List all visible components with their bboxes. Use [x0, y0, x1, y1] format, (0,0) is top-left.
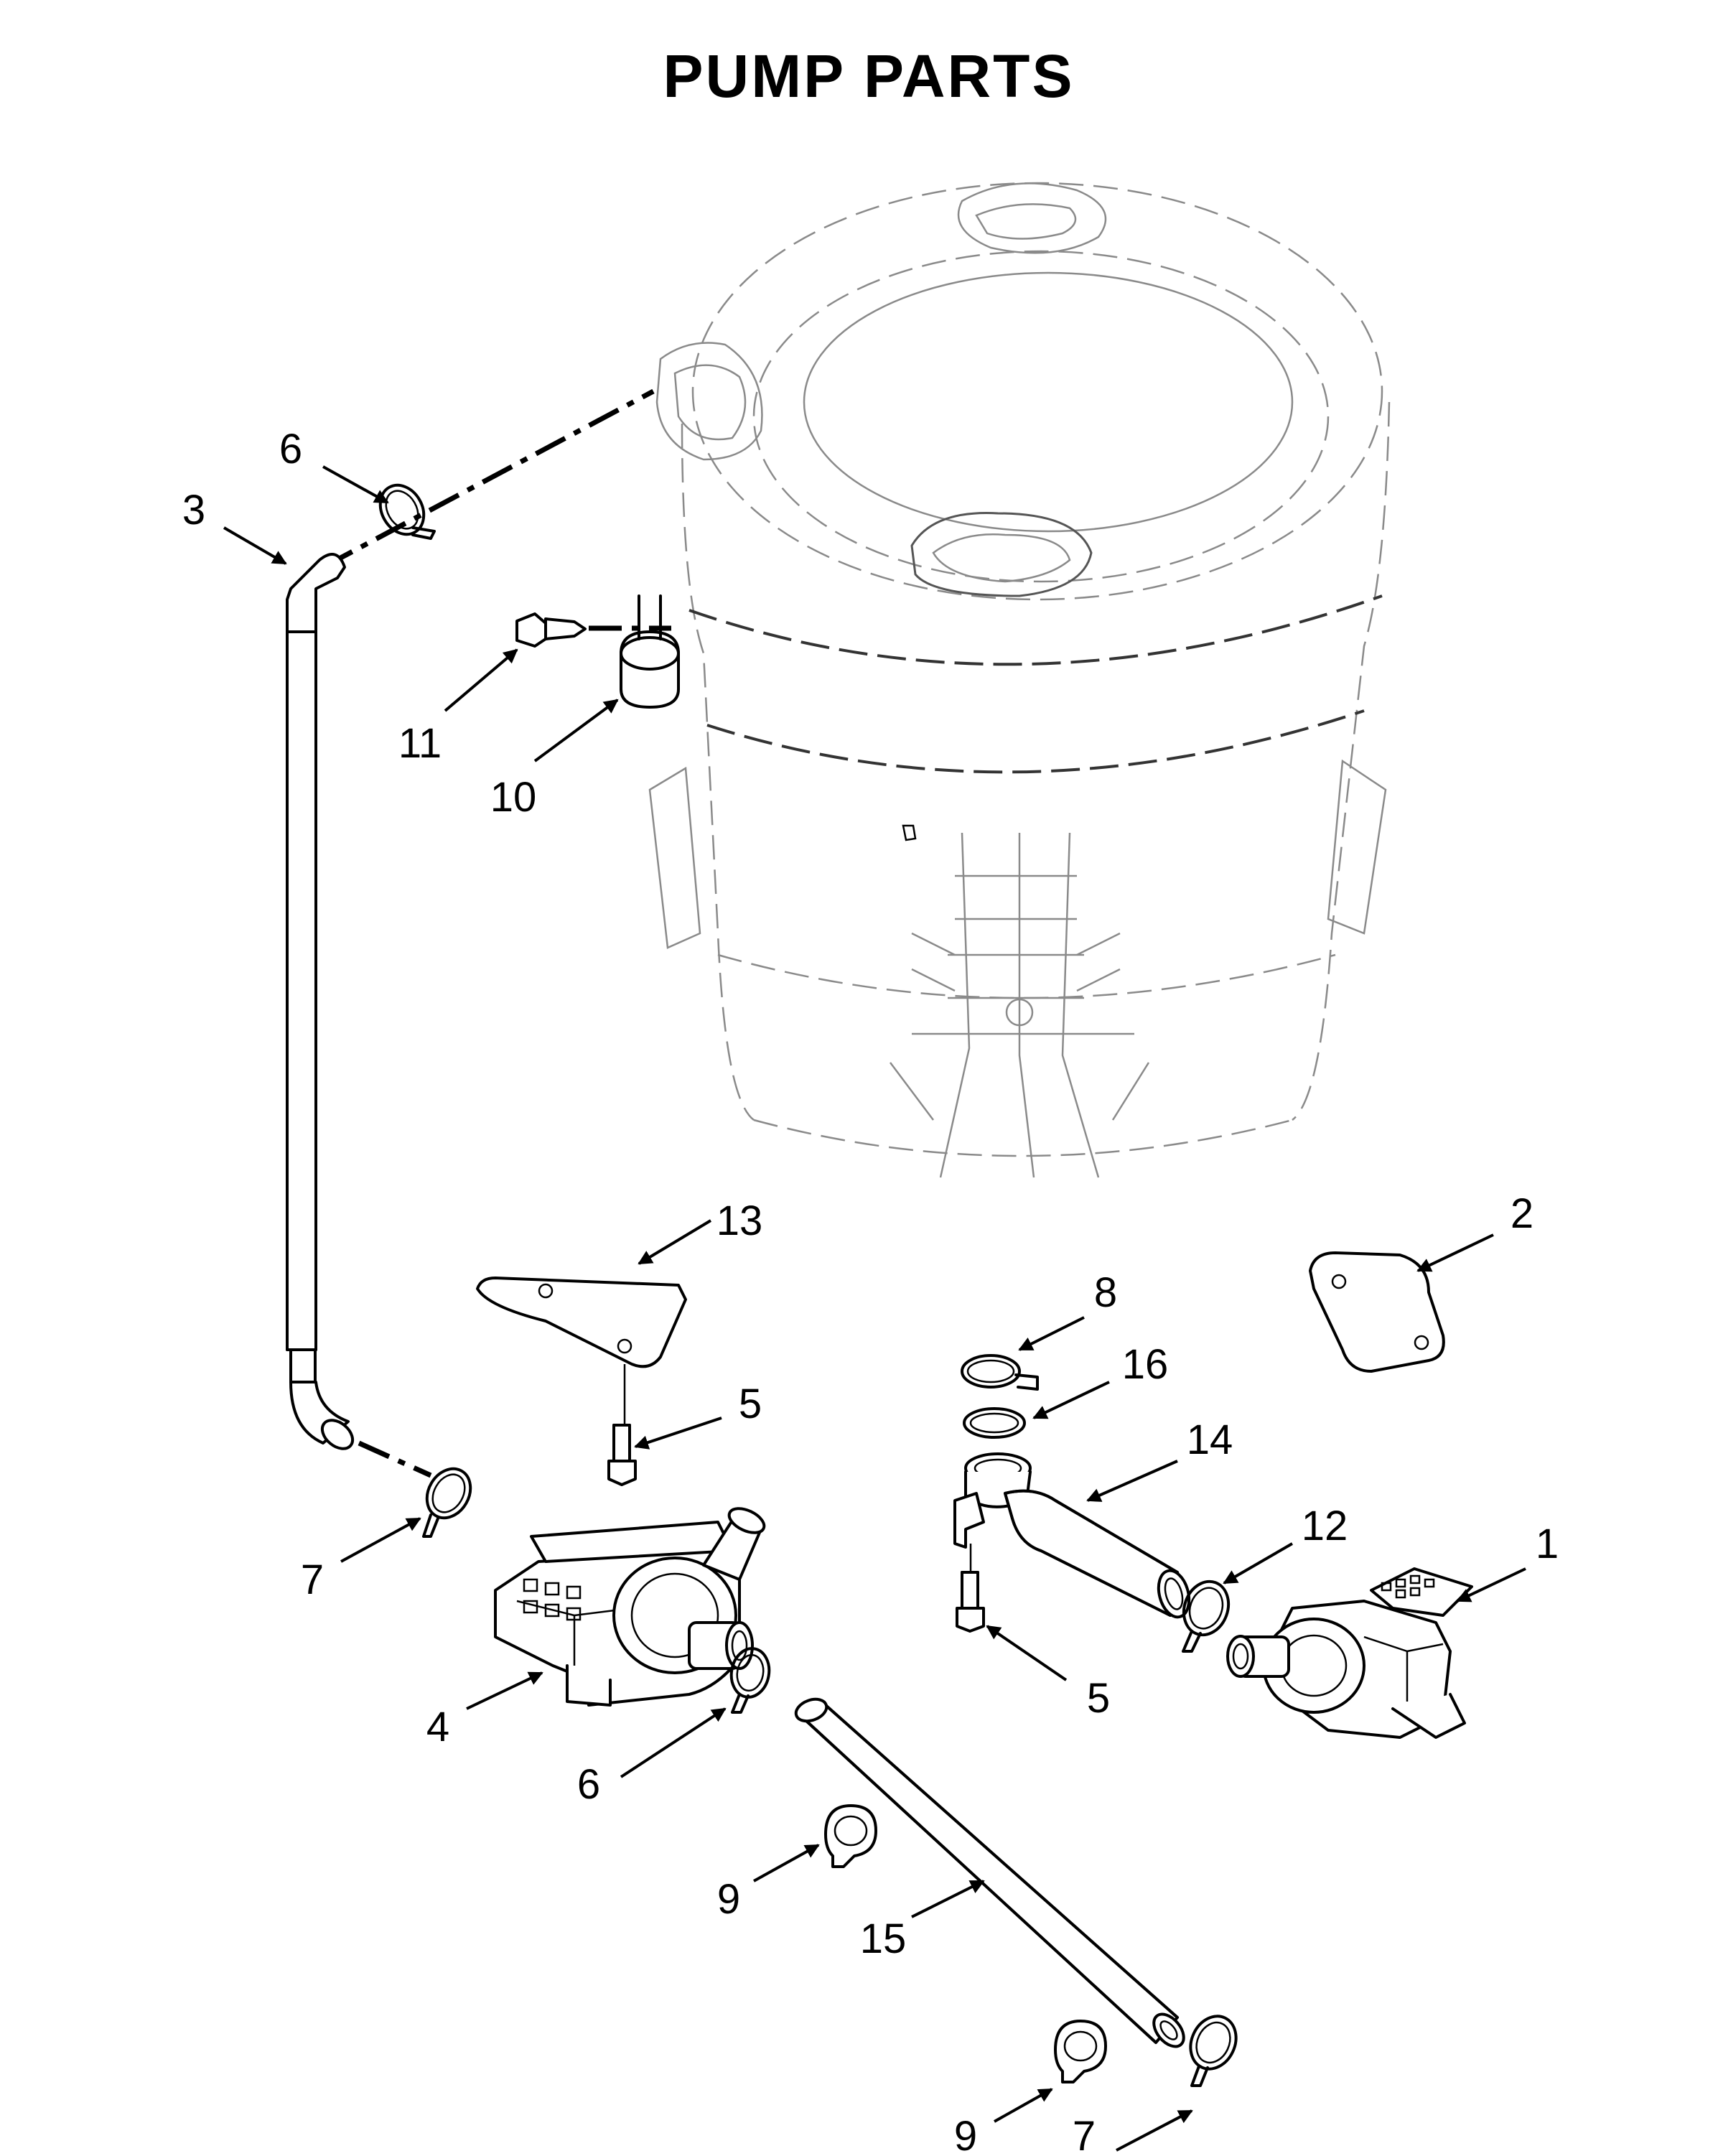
clip-9-lower[interactable]	[1054, 2020, 1107, 2083]
screw-11[interactable]	[515, 612, 587, 648]
clamp-6-upper[interactable]	[372, 477, 436, 542]
callout-7-right: 7	[1073, 2113, 1096, 2156]
clamp-7-left[interactable]	[419, 1461, 479, 1538]
callout-3: 3	[182, 487, 205, 533]
callout-5-right: 5	[1087, 1675, 1110, 1722]
diagram-title: PUMP PARTS	[663, 42, 1075, 110]
callout-11: 11	[398, 720, 442, 767]
callout-6-upper: 6	[279, 426, 302, 472]
drain-pump[interactable]	[494, 1503, 767, 1707]
callout-9-lower: 9	[954, 2113, 977, 2156]
air-dome-bracket[interactable]	[620, 594, 680, 709]
callout-labels: 3 6 11 10 13 5 7 4 6 9 15 9 7 2 8 16 14 …	[182, 426, 1559, 2156]
corrugated-hose-15[interactable]	[793, 1695, 1190, 2052]
leader-lines	[223, 465, 1526, 2152]
callout-10: 10	[490, 774, 537, 821]
clamp-12[interactable]	[1177, 1575, 1236, 1653]
outer-tub-ghost	[648, 182, 1391, 1178]
screw-5-left[interactable]	[607, 1424, 637, 1486]
callout-1: 1	[1536, 1521, 1559, 1567]
clamp-6-lower[interactable]	[727, 1646, 772, 1714]
o-ring-16[interactable]	[963, 1407, 1026, 1439]
callout-4: 4	[426, 1704, 449, 1750]
gasket-13[interactable]	[476, 1277, 687, 1425]
callout-16: 16	[1122, 1341, 1169, 1388]
recirculation-pump[interactable]	[1226, 1567, 1473, 1739]
callout-7-left: 7	[301, 1557, 324, 1603]
clamp-7-right[interactable]	[1182, 2009, 1244, 2087]
callout-14: 14	[1187, 1417, 1233, 1463]
alignment-line-lower	[358, 1440, 432, 1478]
callout-2: 2	[1511, 1190, 1533, 1237]
callout-5-left: 5	[739, 1381, 762, 1427]
sump-hose[interactable]	[953, 1452, 1194, 1620]
callout-12: 12	[1302, 1503, 1348, 1549]
callout-13: 13	[716, 1198, 763, 1244]
screw-5-right[interactable]	[956, 1571, 985, 1633]
gasket-2[interactable]	[1309, 1251, 1445, 1373]
clamp-8[interactable]	[961, 1354, 1039, 1391]
callout-8: 8	[1094, 1269, 1117, 1316]
callout-9-upper: 9	[717, 1876, 740, 1923]
callout-6-lower: 6	[577, 1761, 600, 1808]
alignment-line-upper	[322, 388, 655, 570]
clip-9-upper[interactable]	[824, 1804, 877, 1868]
drain-hose[interactable]	[286, 553, 358, 1455]
callout-15: 15	[860, 1915, 907, 1962]
